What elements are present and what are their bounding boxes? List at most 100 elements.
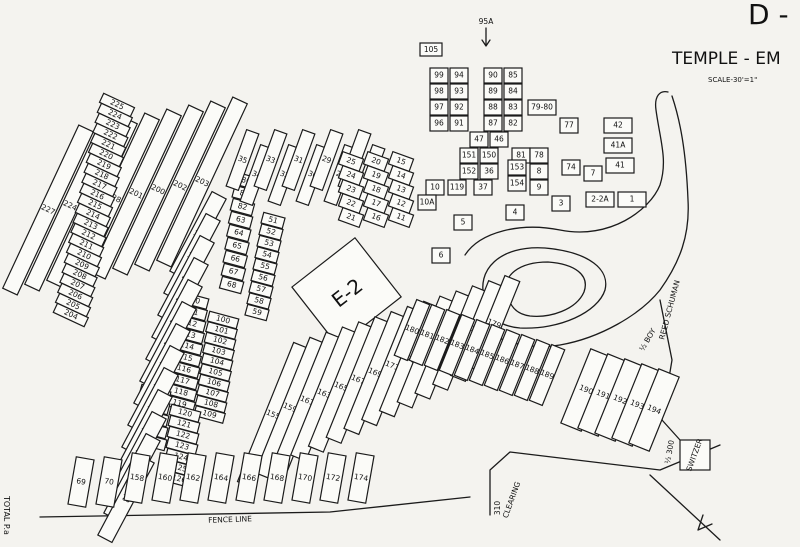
plot-54[interactable]: 54 [254,246,280,264]
plot-164[interactable]: 164 [207,452,235,504]
plot-33[interactable]: 33 [253,128,288,192]
plot-189[interactable]: 189 [528,343,566,407]
plot-41[interactable]: 41 [605,157,635,174]
plot-10[interactable]: 10 [425,179,445,196]
plot-69[interactable]: 69 [67,456,95,508]
plot-52[interactable]: 52 [258,223,284,241]
plot-201[interactable]: 201 [89,108,183,280]
plot-188[interactable]: 188 [513,338,551,402]
plot-102[interactable]: 102 [203,331,237,351]
plot-79-80[interactable]: 79-80 [527,99,557,116]
plot-202[interactable]: 202 [133,100,227,272]
plot-83[interactable]: 83 [503,99,523,116]
plot-68[interactable]: 68 [218,275,245,295]
plot-203[interactable]: 203 [155,96,249,268]
plot-185[interactable]: 185 [468,323,506,387]
plot-166[interactable]: 166 [235,452,263,504]
plot-6[interactable]: 6 [431,247,451,264]
plot-91[interactable]: 91 [449,115,469,132]
plot-182[interactable]: 182 [423,308,461,372]
plot-106[interactable]: 106 [197,373,231,393]
plot-1[interactable]: 1 [617,191,647,208]
plot-4[interactable]: 4 [505,204,525,221]
plot-42[interactable]: 42 [603,117,633,134]
plot-2-2A[interactable]: 2-2A [585,191,615,208]
plot-57[interactable]: 57 [248,280,274,299]
plot-3[interactable]: 3 [551,195,571,212]
plot-31[interactable]: 31 [281,128,316,192]
plot-98[interactable]: 98 [429,83,449,100]
plot-170[interactable]: 170 [291,452,319,504]
plot-36[interactable]: 36 [479,163,499,180]
plot-192[interactable]: 192 [594,358,646,442]
plot-41A[interactable]: 41A [603,137,633,154]
plot-66[interactable]: 66 [222,249,249,269]
plot-184[interactable]: 184 [453,318,491,382]
plot-16[interactable]: 16 [362,206,390,229]
plot-5[interactable]: 5 [453,214,473,231]
plot-74[interactable]: 74 [561,159,581,176]
plot-187[interactable]: 187 [498,333,536,397]
plot-11[interactable]: 11 [387,206,415,229]
plot-94[interactable]: 94 [449,67,469,84]
plot-78[interactable]: 78 [529,147,549,164]
plot-84[interactable]: 84 [503,83,523,100]
plot-186[interactable]: 186 [483,328,521,392]
plot-183[interactable]: 183 [438,313,476,377]
plot-174[interactable]: 174 [347,452,375,504]
plot-153[interactable]: 153 [507,159,527,176]
plot-103[interactable]: 103 [201,342,236,361]
plot-63[interactable]: 63 [227,210,254,230]
plot-46[interactable]: 46 [489,131,509,148]
plot-65[interactable]: 65 [224,236,250,256]
plot-29[interactable]: 29 [309,128,344,192]
plot-67[interactable]: 67 [220,262,247,282]
plot-35[interactable]: 35 [225,128,260,192]
switzer-box[interactable] [679,439,711,471]
plot-191[interactable]: 191 [577,353,629,437]
plot-88[interactable]: 88 [483,99,503,116]
plot-77[interactable]: 77 [559,117,579,134]
plot-37[interactable]: 37 [473,179,493,196]
plot-150[interactable]: 150 [479,147,499,164]
plot-85[interactable]: 85 [503,67,523,84]
plot-59[interactable]: 59 [244,303,270,322]
plot-21[interactable]: 21 [337,206,365,229]
plot-90[interactable]: 90 [483,67,503,84]
plot-200[interactable]: 200 [111,104,205,276]
plot-100[interactable]: 100 [206,310,240,330]
plot-105-box[interactable] [419,42,443,57]
plot-120[interactable]: 120 [168,403,202,423]
plot-51[interactable]: 51 [260,211,286,230]
plot-53[interactable]: 53 [256,234,282,253]
plot-82[interactable]: 82 [503,115,523,132]
plot-7[interactable]: 7 [583,165,603,182]
plot-99[interactable]: 99 [429,67,449,84]
plot-93[interactable]: 93 [449,83,469,100]
plot-172[interactable]: 172 [319,452,347,504]
plot-181[interactable]: 181 [408,303,446,367]
plot-105[interactable]: 105 [198,363,233,382]
plot-194[interactable]: 194 [628,368,680,452]
plot-108[interactable]: 108 [194,394,228,414]
plot-104[interactable]: 104 [200,352,234,372]
plot-87[interactable]: 87 [483,115,503,132]
plot-56[interactable]: 56 [250,269,276,287]
plot-152[interactable]: 152 [459,163,479,180]
plot-96[interactable]: 96 [429,115,449,132]
plot-151[interactable]: 151 [459,147,479,164]
plot-47[interactable]: 47 [469,131,489,148]
plot-107[interactable]: 107 [195,384,230,403]
plot-70[interactable]: 70 [95,456,123,508]
plot-64[interactable]: 64 [225,223,252,243]
plot-92[interactable]: 92 [449,99,469,116]
plot-8[interactable]: 8 [529,163,549,180]
plot-158[interactable]: 158 [123,452,151,504]
plot-204[interactable]: 204 [52,302,90,328]
plot-9[interactable]: 9 [529,179,549,196]
plot-154[interactable]: 154 [507,175,527,192]
plot-160[interactable]: 160 [151,452,179,504]
plot-227[interactable]: 227 [1,124,95,296]
plot-162[interactable]: 162 [179,452,207,504]
plot-119[interactable]: 119 [447,179,467,196]
